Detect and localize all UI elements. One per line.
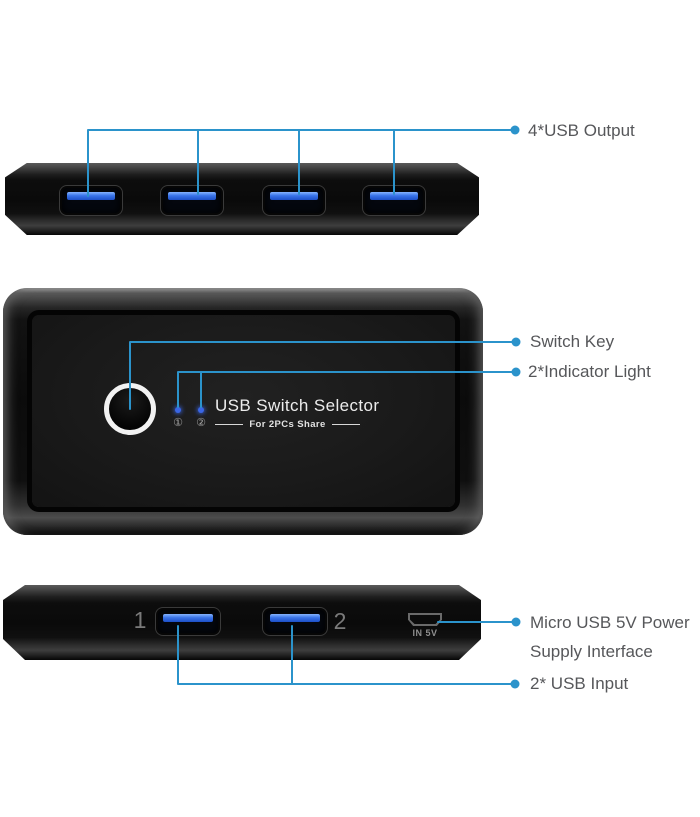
tagline-dash-right [331, 424, 361, 425]
usb-tongue [67, 192, 115, 200]
usb-tongue [168, 192, 216, 200]
input-port-1-number: 1 [133, 607, 147, 633]
label-micro-usb-line1: Micro USB 5V Power [530, 613, 690, 632]
usb-tongue [270, 614, 320, 622]
micro-usb-port-label: IN 5V [412, 628, 438, 638]
callout-dot [510, 125, 520, 135]
micro-usb-port-inner [410, 615, 440, 624]
usb-output-port-4 [365, 188, 423, 213]
micro-usb-port [408, 613, 442, 626]
usb-output-port-2 [163, 188, 221, 213]
tagline-text: For 2PCs Share [249, 419, 326, 430]
usb-tongue [370, 192, 418, 200]
indicator-led-2 [198, 407, 204, 413]
label-switch-key: Switch Key [530, 332, 615, 351]
led-1-number: ① [173, 417, 183, 429]
label-indicator-light: 2*Indicator Light [528, 362, 651, 381]
device-body [3, 585, 481, 660]
usb-tongue [270, 192, 318, 200]
callout-dot [511, 617, 521, 627]
input-port-2-number: 2 [333, 608, 347, 634]
switch-selector-top-view: ① ② USB Switch Selector For 2PCs Share [3, 288, 483, 535]
led-2-number: ② [196, 417, 206, 429]
device-face: ① ② USB Switch Selector For 2PCs Share [32, 315, 455, 507]
callout-dot [511, 337, 521, 347]
label-usb-output: 4*USB Output [528, 121, 635, 140]
device-title: USB Switch Selector [215, 396, 380, 415]
usb-output-port-3 [265, 188, 323, 213]
usb-output-side-view [5, 163, 479, 235]
usb-input-side-view: 1 2 IN 5V [3, 585, 481, 660]
label-micro-usb-line2: Supply Interface [530, 642, 653, 661]
callout-dot [511, 367, 521, 377]
usb-input-port-1 [158, 610, 218, 633]
tagline-dash-left [215, 424, 244, 425]
switch-key-button [104, 383, 156, 435]
callout-dot [510, 679, 520, 689]
usb-tongue [163, 614, 213, 622]
device-tagline: For 2PCs Share [215, 419, 361, 430]
usb-output-port-1 [62, 188, 120, 213]
indicator-led-1 [175, 407, 181, 413]
usb-input-port-2 [265, 610, 325, 633]
label-usb-input: 2* USB Input [530, 674, 629, 693]
